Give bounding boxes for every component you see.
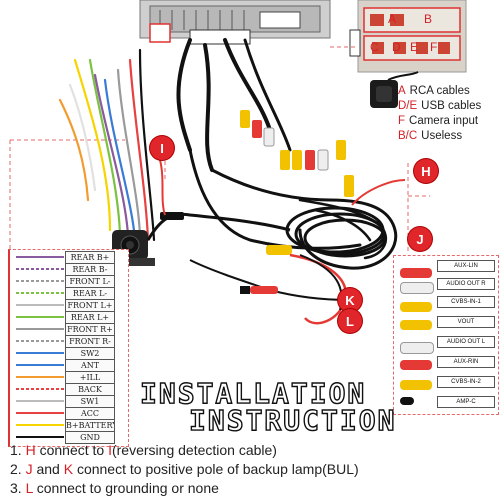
rca-label: VOUT bbox=[437, 316, 495, 328]
rca-connectors bbox=[240, 110, 354, 255]
rca-label: AUX-LIN bbox=[437, 260, 495, 272]
gps-antenna bbox=[370, 71, 419, 108]
legend-text: Useless bbox=[421, 130, 463, 142]
cable-coil bbox=[285, 206, 387, 258]
wire-stubs bbox=[16, 256, 64, 438]
rca-plug-white bbox=[400, 282, 434, 294]
rca-label-panel: AUX-LIN AUDIO OUT R CVBS-IN-1 VOUT AUDIO… bbox=[393, 255, 499, 415]
rca-plug-yellow bbox=[400, 380, 432, 390]
legend-text: Camera input bbox=[409, 115, 479, 127]
title-line-1: INSTALLATION bbox=[139, 376, 367, 410]
title-line-2: INSTRUCTION bbox=[188, 403, 397, 437]
legend-text: RCA cables bbox=[409, 85, 470, 97]
legend-letter: D/E bbox=[398, 100, 418, 112]
instruction-2: 2. J and K connect to positive pole of b… bbox=[10, 461, 359, 477]
connector-letter-c: C bbox=[370, 40, 379, 54]
callout-i-label: I bbox=[160, 140, 164, 156]
rca-label: AUDIO OUT L bbox=[437, 336, 495, 348]
instruction-letter: L bbox=[25, 480, 33, 496]
callout-h: H bbox=[414, 159, 438, 183]
rca-label: AMP-C bbox=[437, 396, 495, 408]
rca-plug-white bbox=[400, 342, 434, 354]
callout-j: J bbox=[408, 227, 432, 251]
instruction-3: 3. L connect to grounding or none bbox=[10, 480, 219, 496]
head-unit-rear bbox=[139, 0, 331, 45]
rca-label: AUX-RIN bbox=[437, 356, 495, 368]
instruction-text: and bbox=[32, 461, 64, 477]
instruction-letter: H bbox=[25, 442, 36, 458]
instruction-number: 2. bbox=[10, 461, 22, 477]
connector-letter-f: F bbox=[430, 40, 438, 54]
callout-i: I bbox=[150, 136, 174, 160]
rca-plug-yellow bbox=[400, 302, 432, 312]
callout-k-label: K bbox=[345, 292, 355, 308]
instruction-text: (reversing detection cable) bbox=[111, 442, 277, 458]
connector-letter-e: E bbox=[410, 40, 419, 54]
rca-plug-black bbox=[400, 397, 414, 405]
callout-l: L bbox=[338, 309, 362, 333]
callout-k: K bbox=[338, 288, 362, 312]
instruction-text: connect to grounding or none bbox=[32, 480, 219, 496]
instruction-letter: K bbox=[63, 461, 74, 477]
callout-j-label: J bbox=[416, 231, 424, 247]
instruction-number: 3. bbox=[10, 480, 22, 496]
instruction-text: connect to bbox=[35, 442, 109, 458]
rca-plug-red bbox=[400, 268, 432, 278]
rca-plug-red bbox=[400, 360, 432, 370]
callout-l-label: L bbox=[346, 313, 354, 329]
instruction-letter: J bbox=[25, 461, 33, 477]
connector-letter-b: B bbox=[424, 12, 433, 26]
legend-letter: B/C bbox=[398, 130, 418, 142]
legend-letter: F bbox=[398, 115, 406, 127]
rca-label: AUDIO OUT R bbox=[437, 278, 495, 290]
connector-letter-d: D bbox=[392, 40, 401, 54]
wire-label-panel: REAR B+ REAR B- FRONT L- REAR L- FRONT L… bbox=[8, 249, 129, 447]
wire-label: GND bbox=[65, 431, 115, 444]
legend-text: USB cables bbox=[421, 100, 482, 112]
connector-photo bbox=[349, 0, 467, 73]
rca-plug-yellow bbox=[400, 320, 432, 330]
legend-letter: A bbox=[398, 85, 406, 97]
rca-label: CVBS-IN-1 bbox=[437, 296, 495, 308]
callout-h-label: H bbox=[421, 163, 431, 179]
instruction-letter: I bbox=[108, 442, 112, 458]
connector-letter-a: A bbox=[388, 12, 397, 26]
rca-label: CVBS-IN-2 bbox=[437, 376, 495, 388]
instruction-number: 1. bbox=[10, 442, 22, 458]
instruction-1: 1. H connect to I(reversing detection ca… bbox=[10, 442, 277, 458]
instruction-text: connect to positive pole of backup lamp(… bbox=[73, 461, 359, 477]
